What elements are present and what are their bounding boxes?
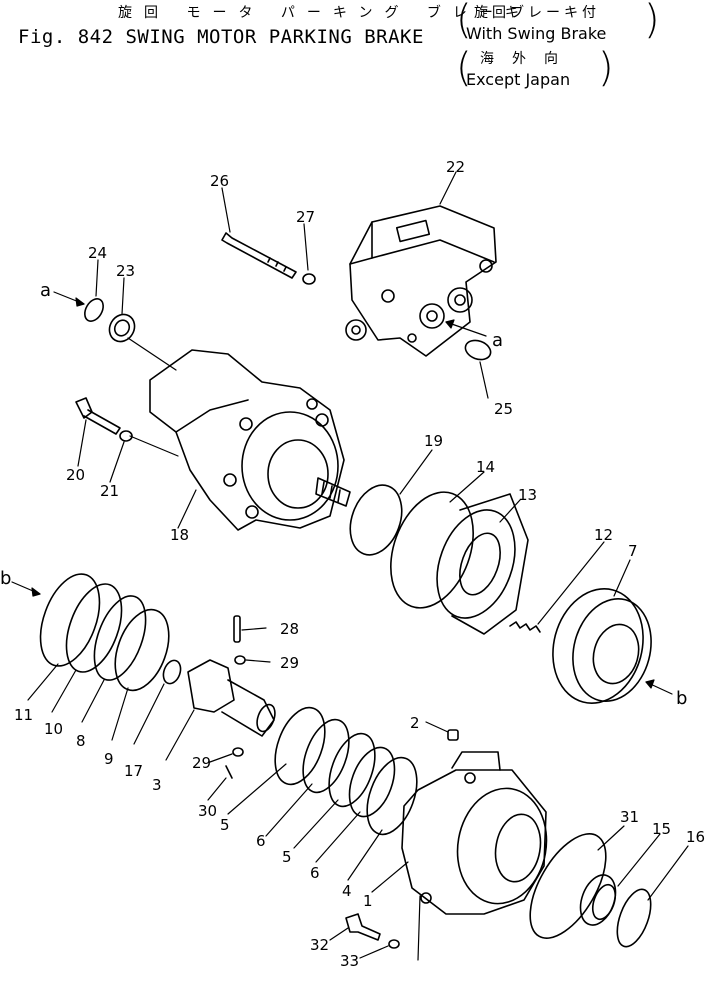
callout-4: 4 xyxy=(342,882,352,900)
ref-a-right: a xyxy=(492,330,503,351)
callout-25: 25 xyxy=(494,400,513,418)
part-19-o-ring xyxy=(349,484,403,556)
callout-7: 7 xyxy=(628,542,638,560)
callout-12: 12 xyxy=(594,526,613,544)
paren-close-2: ) xyxy=(598,45,614,91)
part-12-spring xyxy=(509,621,541,633)
part-6-separator-plate-b xyxy=(348,746,396,818)
callout-10: 10 xyxy=(44,720,63,738)
callout-16: 16 xyxy=(686,828,705,846)
callout-14: 14 xyxy=(476,458,495,476)
part-5-friction-disc-b xyxy=(328,732,376,808)
part-18-motor-body xyxy=(149,349,351,531)
callout-17: 17 xyxy=(124,762,143,780)
part-23-fitting xyxy=(108,313,136,343)
part-29-washer xyxy=(234,655,246,665)
ref-b-left: b xyxy=(0,568,11,589)
part-1-housing xyxy=(401,751,548,915)
callout-5b: 5 xyxy=(282,848,292,866)
callout-30: 30 xyxy=(198,802,217,820)
callout-23: 23 xyxy=(116,262,135,280)
part-31-o-ring xyxy=(529,833,607,939)
callout-26: 26 xyxy=(210,172,229,190)
region-english-label: Except Japan xyxy=(466,70,571,89)
callout-29b: 29 xyxy=(192,754,211,772)
reference-arrows xyxy=(11,291,673,695)
part-7-drum xyxy=(552,588,652,704)
part-32-bolt xyxy=(345,913,381,941)
part-6-separator-plate xyxy=(302,718,350,794)
part-20-bolt xyxy=(75,397,121,435)
region-japanese-label: 海外向 xyxy=(480,51,576,67)
leader-lines xyxy=(27,171,689,961)
paren-open-2: ( xyxy=(456,45,472,91)
part-25-o-ring xyxy=(464,339,492,361)
part-2-plug xyxy=(447,729,459,741)
japanese-title: 旋回 モータ パーキング ブレーキ xyxy=(118,5,531,21)
part-17-o-ring xyxy=(162,659,182,685)
callout-3: 3 xyxy=(152,776,162,794)
paren-close-1: ) xyxy=(644,0,660,43)
callout-31: 31 xyxy=(620,808,639,826)
callout-6b: 6 xyxy=(310,864,320,882)
callout-18: 18 xyxy=(170,526,189,544)
part-11-ring xyxy=(39,573,101,667)
part-5-friction-disc xyxy=(274,706,326,786)
callout-29a: 29 xyxy=(280,654,299,672)
part-21-washer xyxy=(119,430,133,442)
figure-title: Fig. 842 SWING MOTOR PARKING BRAKE xyxy=(18,26,424,48)
ref-b-right: b xyxy=(676,688,687,709)
callout-11: 11 xyxy=(14,706,33,724)
part-8-ring xyxy=(93,595,147,681)
part-30-pin xyxy=(225,765,233,779)
part-3-shaft xyxy=(187,659,276,737)
callout-2: 2 xyxy=(410,714,420,732)
callout-28: 28 xyxy=(280,620,299,638)
part-10-ring xyxy=(65,583,123,673)
callout-9: 9 xyxy=(104,750,114,768)
part-16-snap-ring xyxy=(616,888,652,948)
callout-32: 32 xyxy=(310,936,329,954)
part-13-brake-plate xyxy=(436,493,529,635)
paren-open-1: ( xyxy=(456,0,472,43)
callout-24: 24 xyxy=(88,244,107,262)
part-4-disc xyxy=(366,756,418,836)
variant-english-label: With Swing Brake xyxy=(466,24,607,43)
part-28-pin xyxy=(233,615,241,643)
part-29-washer-b xyxy=(232,747,244,757)
callout-22: 22 xyxy=(446,158,465,176)
variant-japanese-label: 旋回ブレーキ付 xyxy=(474,5,600,21)
callout-5a: 5 xyxy=(220,816,230,834)
part-26-bolt xyxy=(221,232,297,279)
part-15-bearing xyxy=(579,874,617,926)
callout-20: 20 xyxy=(66,466,85,484)
callout-21: 21 xyxy=(100,482,119,500)
part-14-o-ring xyxy=(390,491,474,609)
part-22-valve-block xyxy=(345,205,497,357)
callout-6a: 6 xyxy=(256,832,266,850)
part-33-washer xyxy=(388,939,400,949)
callout-19: 19 xyxy=(424,432,443,450)
callout-1: 1 xyxy=(363,892,373,910)
part-27-washer xyxy=(302,273,316,285)
part-24-o-ring xyxy=(84,298,104,322)
ref-a-left: a xyxy=(40,280,51,301)
callout-15: 15 xyxy=(652,820,671,838)
callout-13: 13 xyxy=(518,486,537,504)
callout-33: 33 xyxy=(340,952,359,970)
callout-27: 27 xyxy=(296,208,315,226)
callout-8: 8 xyxy=(76,732,86,750)
